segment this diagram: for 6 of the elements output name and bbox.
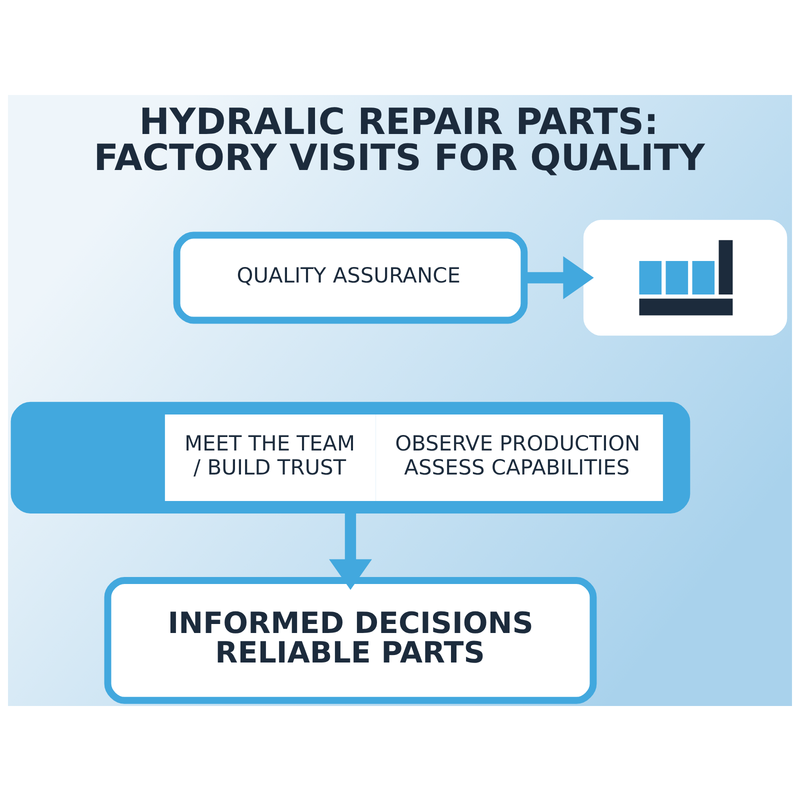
diagram-title: HYDRALIC REPAIR PARTS: FACTORY VISITS FOR QUALITY — [94, 99, 705, 179]
node-picture — [583, 219, 788, 336]
node-box: MEET THE TEAM / BUILD TRUST OBSERVE PRODUCTION ASSESS CAPABILITIES — [10, 401, 690, 513]
node-box: QUALITY ASSURANCE — [173, 231, 528, 324]
node-box: INFORMED DECISIONS RELIABLE PARTS — [104, 576, 597, 704]
arrow — [329, 510, 372, 590]
